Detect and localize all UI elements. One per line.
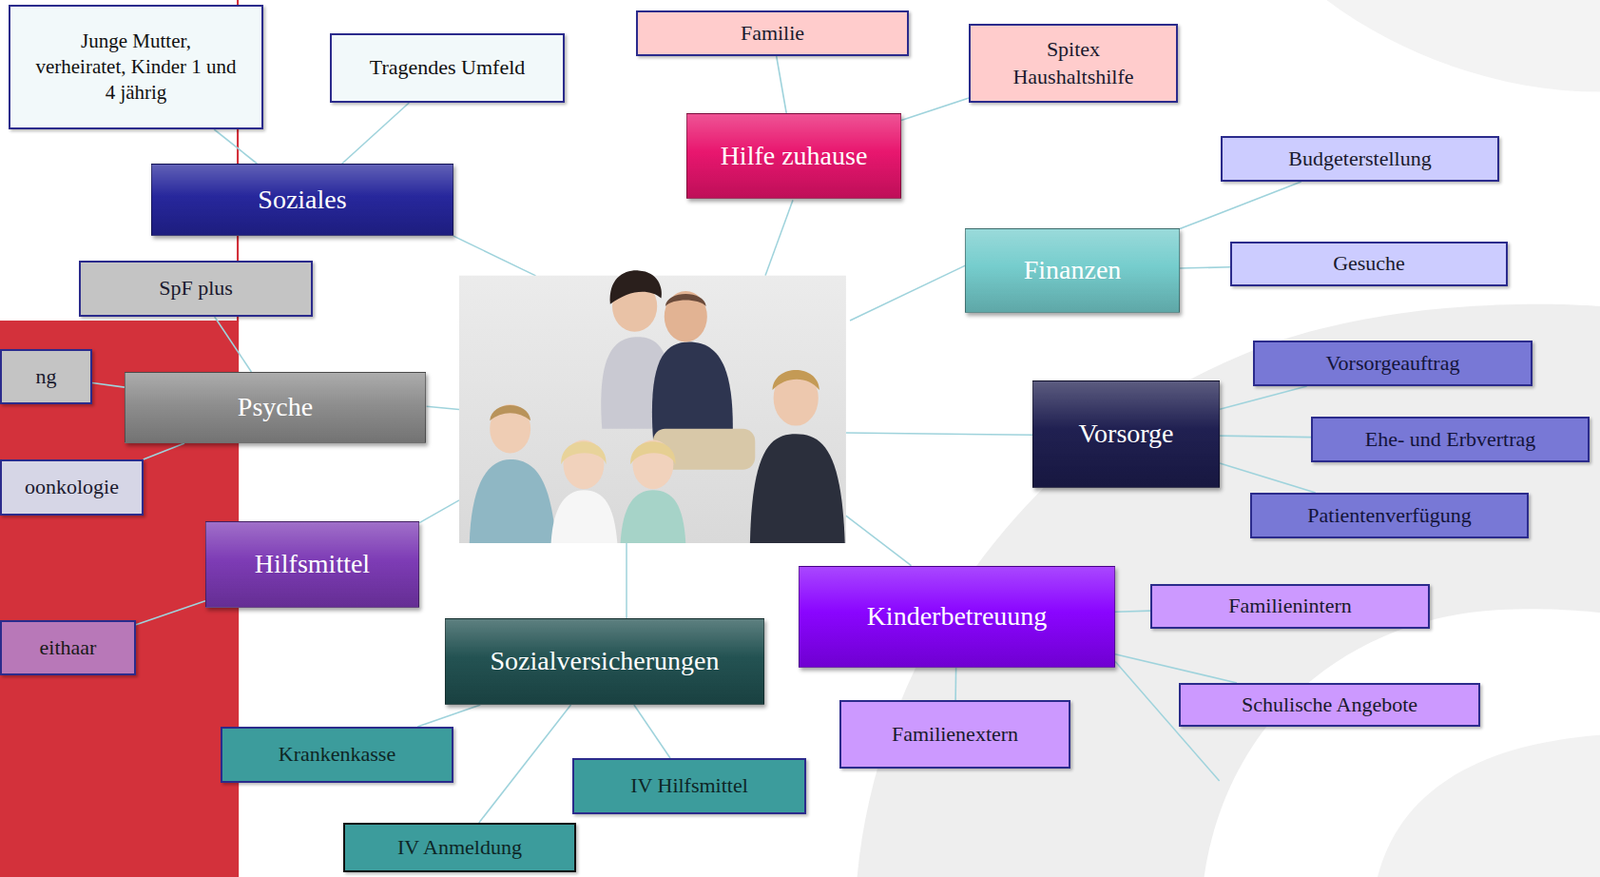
branch-line	[1219, 462, 1316, 493]
topic-box: IV Hilfsmittel	[572, 757, 807, 814]
node-label: Psyche	[237, 389, 313, 425]
node-label: Spitex Haushaltshilfe	[1002, 36, 1145, 91]
category-box: Sozialversicherungen	[444, 617, 765, 705]
node-label: Familie	[740, 19, 805, 48]
topic-box: Budgeterstellung	[1220, 135, 1500, 182]
category-box: Psyche	[124, 371, 426, 444]
branch-line	[1179, 181, 1302, 230]
topic-box: Gesuche	[1230, 241, 1508, 287]
topic-box: Familienextern	[839, 699, 1071, 769]
node-label: ng	[36, 363, 58, 391]
branch-line	[417, 704, 481, 727]
topic-box: Familie	[636, 10, 909, 57]
branch-line	[135, 600, 206, 625]
branch-line	[954, 667, 957, 700]
branch-line	[1115, 610, 1151, 612]
node-label: Kinderbetreuung	[867, 598, 1048, 634]
branch-line	[214, 316, 252, 372]
node-label: Budgeterstellung	[1288, 145, 1431, 174]
topic-box: Ehe- und Erbvertrag	[1310, 416, 1590, 463]
topic-box: IV Anmeldung	[343, 822, 577, 872]
category-box: Hilfsmittel	[205, 520, 420, 608]
branch-line	[213, 129, 257, 164]
branch-line	[92, 383, 125, 388]
node-label: IV Hilfsmittel	[630, 771, 749, 800]
topic-box: eithaar	[0, 619, 136, 675]
logo-swoosh-inner	[1377, 734, 1600, 877]
category-box: Soziales	[151, 163, 454, 236]
node-label: Soziales	[257, 182, 347, 217]
node-label: SpF plus	[158, 274, 233, 303]
topic-box: ng	[0, 348, 93, 405]
family-photo	[459, 269, 847, 543]
node-label: Hilfsmittel	[254, 546, 370, 581]
node-label: Schulische Angebote	[1241, 691, 1418, 719]
category-box: Hilfe zuhause	[686, 113, 902, 199]
branch-line	[1115, 654, 1237, 683]
logo-top	[1326, 0, 1600, 93]
category-box: Finanzen	[964, 228, 1180, 313]
branch-line	[776, 56, 788, 114]
branch-line	[479, 704, 572, 823]
topic-box: Patientenverfügung	[1250, 492, 1529, 539]
category-box: Vorsorge	[1032, 380, 1220, 488]
logo-cutout	[1204, 608, 1600, 877]
topic-box: Krankenkasse	[220, 726, 454, 783]
category-box: Kinderbetreuung	[798, 565, 1116, 668]
node-label: Vorsorge	[1078, 416, 1174, 451]
topic-box: oonkologie	[0, 459, 144, 516]
branch-line	[1219, 385, 1308, 409]
node-label: Gesuche	[1332, 250, 1406, 278]
topic-box: Spitex Haushaltshilfe	[968, 23, 1178, 103]
node-label: Familienextern	[891, 720, 1019, 749]
node-label: Tragendes Umfeld	[369, 54, 526, 82]
node-label: Patientenverfügung	[1307, 501, 1471, 530]
node-label: Krankenkasse	[278, 740, 396, 769]
topic-box: Schulische Angebote	[1178, 682, 1481, 727]
branch-line	[901, 97, 969, 121]
node-label: oonkologie	[24, 473, 119, 502]
branch-line	[342, 102, 410, 164]
topic-box: SpF plus	[78, 260, 313, 317]
node-label: Junge Mutter, verheiratet, Kinder 1 und …	[34, 28, 239, 107]
node-label: Hilfe zuhause	[720, 138, 868, 174]
branch-line	[1179, 267, 1231, 269]
node-label: Vorsorgeauftrag	[1326, 349, 1461, 378]
topic-box: Vorsorgeauftrag	[1253, 340, 1533, 386]
topic-box: Tragendes Umfeld	[329, 33, 565, 103]
node-label: Ehe- und Erbvertrag	[1365, 425, 1537, 454]
node-label: Finanzen	[1023, 252, 1122, 288]
node-label: Familienintern	[1228, 592, 1352, 620]
branch-line	[1219, 435, 1311, 438]
node-label: Sozialversicherungen	[489, 643, 719, 678]
branch-line	[634, 704, 671, 758]
node-label: IV Anmeldung	[397, 833, 522, 862]
photo-leaders	[419, 199, 1220, 781]
branch-line	[143, 443, 185, 460]
topic-box: Junge Mutter, verheiratet, Kinder 1 und …	[8, 4, 264, 130]
topic-box: Familienintern	[1150, 583, 1430, 629]
node-label: eithaar	[39, 634, 97, 662]
